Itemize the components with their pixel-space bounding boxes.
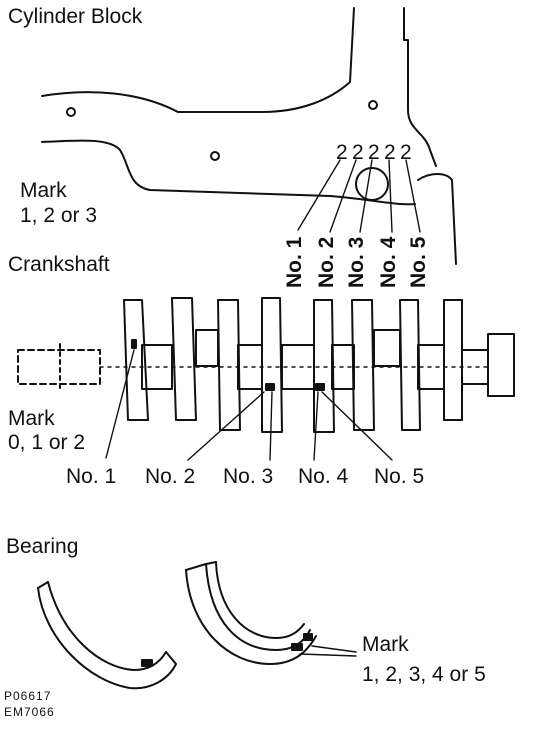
leader-line: [311, 645, 357, 653]
crank-pin: [373, 329, 401, 367]
bearing-shell-left-inner: [47, 581, 167, 671]
leader-line: [313, 391, 319, 461]
bearing-shell-right-top: [185, 561, 217, 571]
crankshaft-mark-values: 0, 1 or 2: [8, 431, 86, 454]
leader-line: [359, 159, 373, 233]
cylinder-block-drawing: [41, 7, 457, 265]
bearing-shell-left: [37, 587, 177, 690]
bolt-hole: [210, 151, 220, 161]
leader-line: [329, 159, 357, 233]
crankshaft-title: Crankshaft: [8, 253, 110, 276]
bearing-mark-spot: [141, 659, 153, 667]
block-stamp-digit: 2: [400, 141, 412, 164]
crank-web: [217, 299, 241, 431]
web-mark-spot: [315, 383, 325, 391]
block-journal-label: No. 2: [315, 236, 338, 288]
bolt-hole: [66, 107, 76, 117]
bearing-mark-values: 1, 2, 3, 4 or 5: [362, 663, 486, 686]
block-journal-label: No. 1: [283, 236, 306, 288]
block-right-wall: [403, 7, 437, 167]
figure-code: EM7066: [4, 705, 55, 719]
crank-journal-label: No. 4: [298, 465, 349, 488]
block-outline: [41, 7, 355, 113]
crankshaft-mark-label: Mark: [8, 407, 55, 430]
block-stamp-digit: 2: [352, 141, 364, 164]
web-mark-spot: [131, 339, 137, 349]
leader-line: [299, 653, 357, 657]
main-journal-2: [237, 344, 263, 390]
bearing-shell-right-c: [215, 561, 305, 639]
block-stamp-digit: 2: [368, 141, 380, 164]
main-journal-4: [331, 344, 355, 390]
web-mark-spot: [265, 383, 275, 391]
crank-web: [443, 299, 463, 421]
bolt-hole: [368, 100, 378, 110]
bearing-title: Bearing: [6, 535, 79, 558]
bearing-mark-spot: [291, 643, 303, 651]
block-journal-label: No. 4: [377, 236, 400, 288]
block-stamp-digit: 2: [336, 141, 348, 164]
bearing-shell-left-edge: [165, 651, 177, 665]
bearing-mark-spot: [303, 633, 313, 641]
crank-journal-label: No. 1: [66, 465, 117, 488]
crank-web: [399, 299, 421, 431]
crank-pin: [195, 329, 219, 367]
block-journal-label: No. 3: [345, 236, 368, 288]
leader-line: [269, 391, 273, 461]
leader-line: [405, 159, 421, 233]
leader-line: [105, 349, 135, 459]
leader-line: [187, 391, 265, 461]
block-right-flange: [417, 173, 457, 265]
crank-web: [171, 297, 197, 421]
block-journal-label: No. 5: [407, 236, 430, 288]
block-bottom-edge: [41, 139, 416, 206]
bearing-mark-label: Mark: [362, 633, 409, 656]
figure-code: P06617: [4, 689, 52, 703]
bearing-drawing: [37, 561, 357, 690]
crank-web: [123, 299, 149, 421]
crank-snout: [17, 349, 101, 385]
leader-line: [388, 159, 393, 233]
bearing-shell-right-b: [205, 563, 311, 651]
crank-rear-flange: [487, 333, 515, 397]
crank-journal-label: No. 5: [374, 465, 425, 488]
main-journal-5: [417, 344, 445, 390]
block-stamp-digit: 2: [384, 141, 396, 164]
bearing-shell-left-top: [37, 581, 49, 589]
cylinder-block-mark-values: 1, 2 or 3: [20, 204, 98, 227]
crank-journal-label: No. 3: [223, 465, 274, 488]
cylinder-block-title: Cylinder Block: [8, 5, 143, 28]
cylinder-block-mark-label: Mark: [20, 179, 67, 202]
crankshaft-drawing: [17, 297, 515, 461]
crank-web: [351, 299, 375, 431]
main-journal-1: [141, 344, 173, 390]
block-boss: [355, 167, 389, 201]
crank-journal-label: No. 2: [145, 465, 196, 488]
leader-line: [321, 391, 393, 461]
leader-line: [297, 159, 341, 231]
main-journal-3: [281, 344, 315, 390]
